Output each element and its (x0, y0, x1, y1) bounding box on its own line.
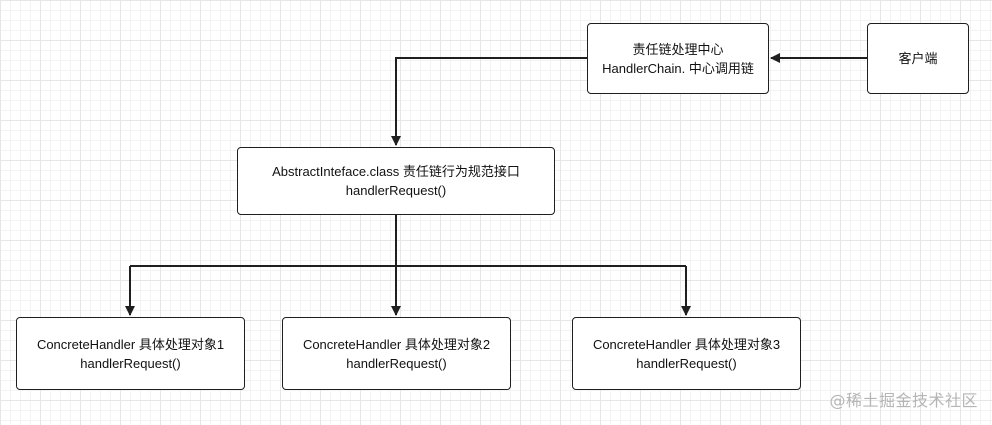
node-abstract-interface[interactable]: AbstractInteface.class 责任链行为规范接口 handler… (237, 147, 555, 215)
node-concrete-handler-2[interactable]: ConcreteHandler 具体处理对象2 handlerRequest() (282, 317, 511, 390)
edge-chain-to-abstract (391, 57, 587, 146)
watermark: @稀土掘金技术社区 (829, 391, 978, 410)
node-concrete-handler-3[interactable]: ConcreteHandler 具体处理对象3 handlerRequest() (572, 317, 801, 390)
node-concrete-handler-1-method: handlerRequest() (80, 355, 181, 371)
node-chain-center-title: 责任链处理中心 (632, 41, 724, 57)
node-concrete-handler-3-title: ConcreteHandler 具体处理对象3 (592, 336, 781, 352)
node-chain-center-subtitle: HandlerChain. 中心调用链 (602, 60, 754, 76)
node-concrete-handler-1[interactable]: ConcreteHandler 具体处理对象1 handlerRequest() (16, 317, 245, 390)
node-abstract-interface-title: AbstractInteface.class 责任链行为规范接口 (272, 164, 520, 179)
node-concrete-handler-1-title: ConcreteHandler 具体处理对象1 (36, 336, 225, 352)
node-client-label: 客户端 (898, 51, 938, 66)
node-abstract-interface-method: handlerRequest() (345, 183, 447, 198)
node-client[interactable]: 客户端 (867, 23, 969, 94)
node-chain-center[interactable]: 责任链处理中心 HandlerChain. 中心调用链 (587, 23, 769, 94)
node-concrete-handler-2-method: handlerRequest() (346, 355, 447, 371)
node-concrete-handler-3-method: handlerRequest() (636, 355, 737, 371)
node-concrete-handler-2-title: ConcreteHandler 具体处理对象2 (302, 336, 491, 352)
